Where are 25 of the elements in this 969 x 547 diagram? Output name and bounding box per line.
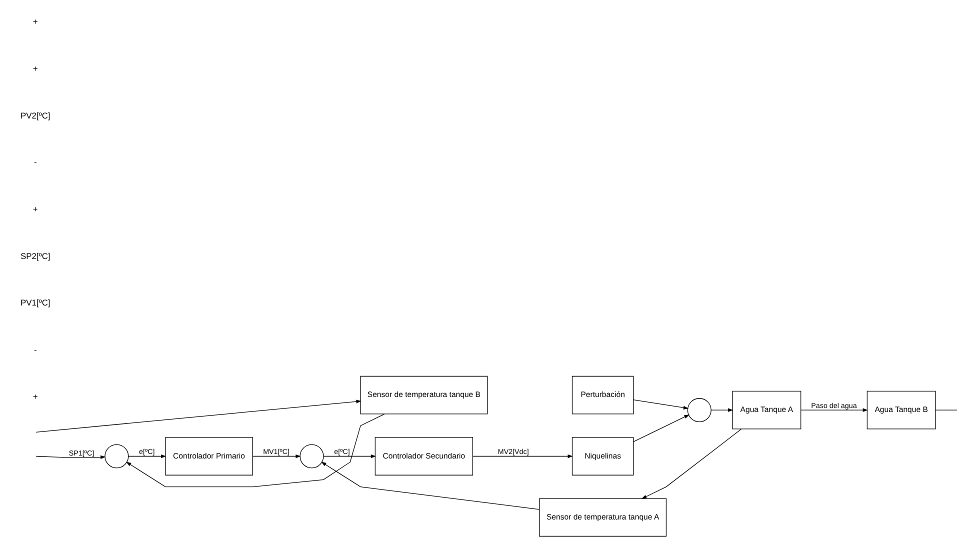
label: +: [32, 63, 38, 74]
label: +: [32, 391, 38, 402]
node-circle: [104, 444, 128, 468]
arrow: [322, 454, 376, 458]
label: +: [32, 16, 38, 27]
arrow: [126, 414, 384, 488]
label: +: [32, 204, 38, 214]
label: -: [33, 344, 36, 354]
arrow: [35, 455, 106, 460]
arrow: [640, 428, 742, 499]
arrow: [632, 400, 688, 410]
arrow: [710, 408, 733, 412]
node-circle: [686, 398, 711, 422]
label: PV1[ºC]: [20, 298, 50, 308]
arrow: [632, 414, 689, 442]
arrow: [252, 454, 300, 458]
arrow: [128, 454, 166, 458]
node-circle: [299, 444, 324, 468]
label: PV2[ºC]: [20, 110, 50, 120]
label: SP2[ºC]: [20, 250, 50, 261]
arrow: [800, 408, 868, 412]
arrow: [320, 462, 540, 510]
arrow: [35, 400, 361, 432]
label: -: [33, 157, 36, 168]
arrow: [472, 454, 572, 458]
